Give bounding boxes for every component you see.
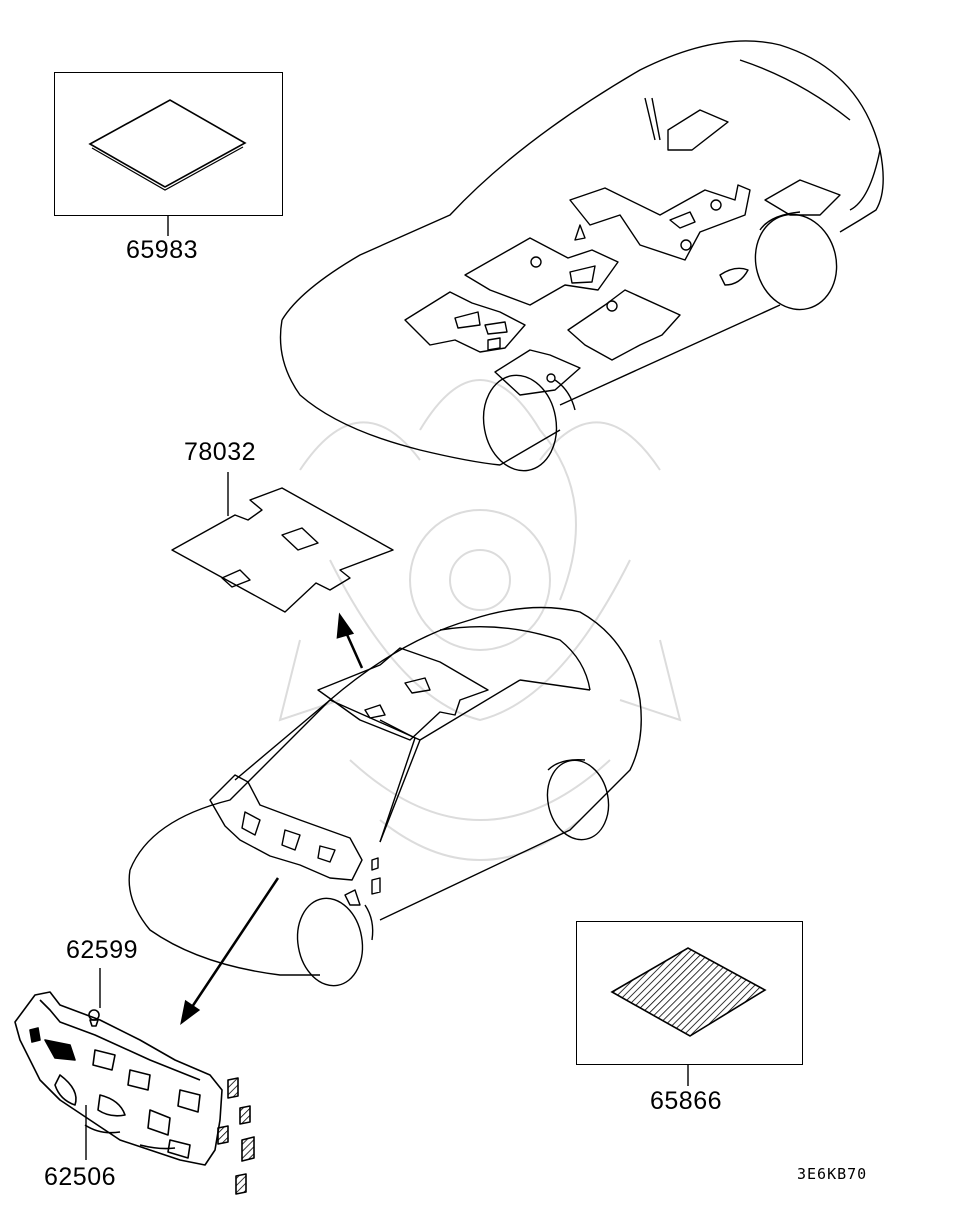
headliner-pad-78032: [171, 472, 394, 613]
middle-car-illustration: [128, 606, 642, 987]
leader-lines: [85, 215, 689, 1160]
pad-65983: [88, 99, 247, 191]
pad-65866: [610, 947, 767, 1037]
top-car-illustration: [279, 40, 884, 472]
inset-box-65983: [54, 72, 283, 216]
part-label-78032[interactable]: 78032: [184, 438, 257, 466]
part-label-65983[interactable]: 65983: [126, 236, 199, 264]
arrow-to-62506: [180, 877, 280, 1025]
diagram-code: 3E6KB70: [797, 1165, 868, 1183]
dash-insulator-62506: [14, 991, 255, 1195]
part-label-62506[interactable]: 62506: [44, 1163, 117, 1191]
part-label-62599[interactable]: 62599: [66, 936, 139, 964]
part-label-65866[interactable]: 65866: [650, 1087, 723, 1115]
inset-box-65866: [576, 921, 803, 1065]
arrow-to-78032: [336, 612, 364, 669]
